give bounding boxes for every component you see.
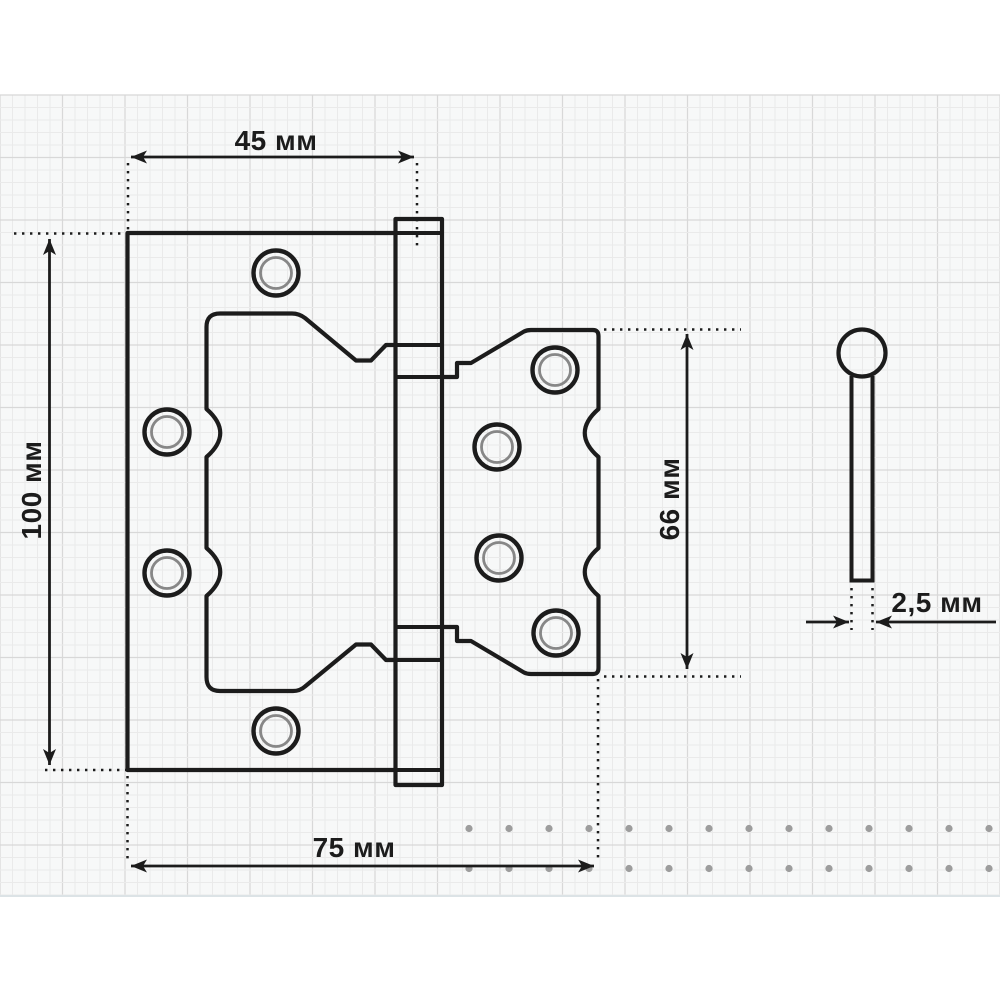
pattern-dot (825, 825, 832, 832)
pattern-dot (865, 865, 872, 872)
pattern-dot (705, 825, 712, 832)
pattern-dot (945, 825, 952, 832)
pattern-dot (465, 825, 472, 832)
dimension-label-100mm: 100 мм (16, 441, 47, 540)
pattern-dot (745, 825, 752, 832)
pattern-dot (625, 865, 632, 872)
pattern-dot (945, 865, 952, 872)
pattern-dot (985, 865, 992, 872)
dimension-label-75mm: 75 мм (313, 832, 396, 863)
pattern-dot (785, 825, 792, 832)
pattern-dot (905, 825, 912, 832)
dimension-label-45mm: 45 мм (235, 125, 318, 156)
dimension-label-66mm: 66 мм (654, 458, 685, 541)
dimension-label-2-5mm: 2,5 мм (891, 587, 982, 618)
pattern-dot (745, 865, 752, 872)
pattern-dot (545, 825, 552, 832)
pattern-dot (665, 825, 672, 832)
pattern-dot (865, 825, 872, 832)
pattern-dot (985, 825, 992, 832)
pattern-dot (625, 825, 632, 832)
pattern-dot (705, 865, 712, 872)
pattern-dot (825, 865, 832, 872)
pattern-dot (585, 825, 592, 832)
pattern-dot (785, 865, 792, 872)
pattern-dot (905, 865, 912, 872)
pattern-dot (665, 865, 672, 872)
pattern-dot (505, 825, 512, 832)
